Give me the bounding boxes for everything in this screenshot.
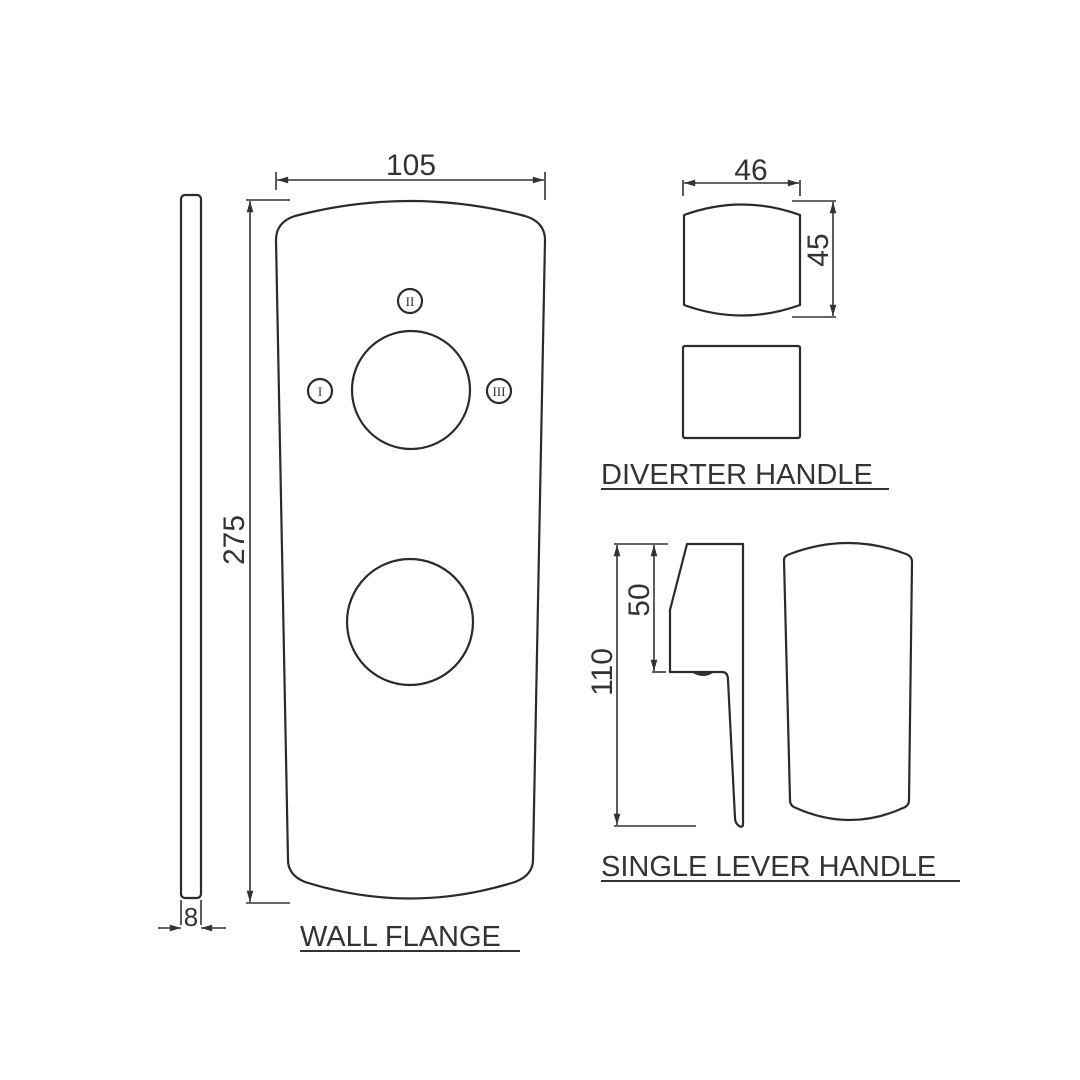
position-marker-1: I	[318, 384, 322, 399]
diverter-width-dimension: 46	[734, 154, 767, 187]
lever-hole	[345, 557, 475, 687]
diverter-handle-label: DIVERTER HANDLE	[601, 459, 873, 491]
diverter-height-dimension: 45	[802, 233, 835, 266]
flange-side-profile: 8	[158, 193, 226, 932]
position-marker-3: III	[493, 384, 506, 399]
lever-upper-height-dimension: 50	[623, 583, 656, 616]
wall-flange-label: WALL FLANGE	[300, 921, 501, 953]
wall-flange: 105 275 I II III WALL FLANGE	[218, 149, 547, 953]
thickness-dimension: 8	[184, 902, 198, 932]
width-dimension: 105	[386, 149, 436, 182]
single-lever-handle-label: SINGLE LEVER HANDLE	[601, 851, 936, 883]
lever-total-height-dimension: 110	[586, 648, 619, 696]
position-marker-2: II	[406, 294, 415, 309]
diverter-handle: 46 45 DIVERTER HANDLE	[601, 154, 889, 491]
height-dimension: 275	[218, 515, 251, 565]
single-lever-handle: 110 50 SINGLE LEVER HANDLE	[586, 541, 960, 883]
diverter-hole	[350, 329, 472, 451]
